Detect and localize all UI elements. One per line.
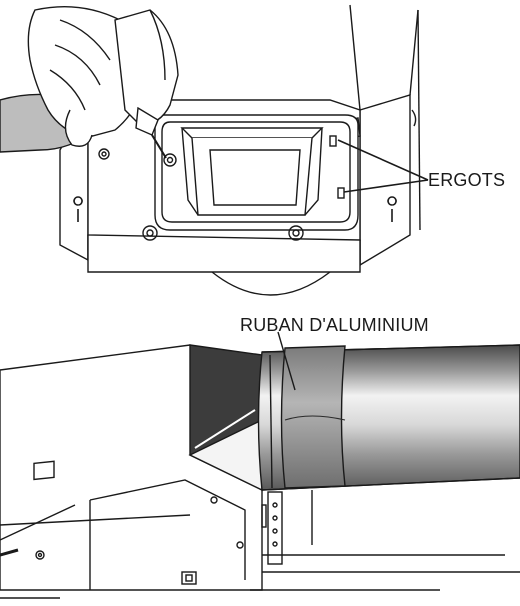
tab-ergot-upper bbox=[330, 136, 336, 146]
aluminium-tape bbox=[282, 346, 346, 488]
hand-with-screwdriver bbox=[0, 7, 178, 158]
knockout-square-bottom bbox=[182, 572, 196, 584]
top-figure bbox=[0, 5, 420, 295]
bottom-figure bbox=[0, 345, 520, 598]
aluminium-tape-label: RUBAN D'ALUMINIUM bbox=[240, 315, 429, 336]
tab-ergot-lower bbox=[338, 188, 344, 198]
mounting-bracket bbox=[262, 490, 312, 564]
ergots-label: ERGOTS bbox=[428, 170, 505, 191]
blower-wheel bbox=[212, 272, 330, 295]
knockout-square-left bbox=[34, 461, 54, 479]
duct-collar bbox=[155, 114, 358, 230]
